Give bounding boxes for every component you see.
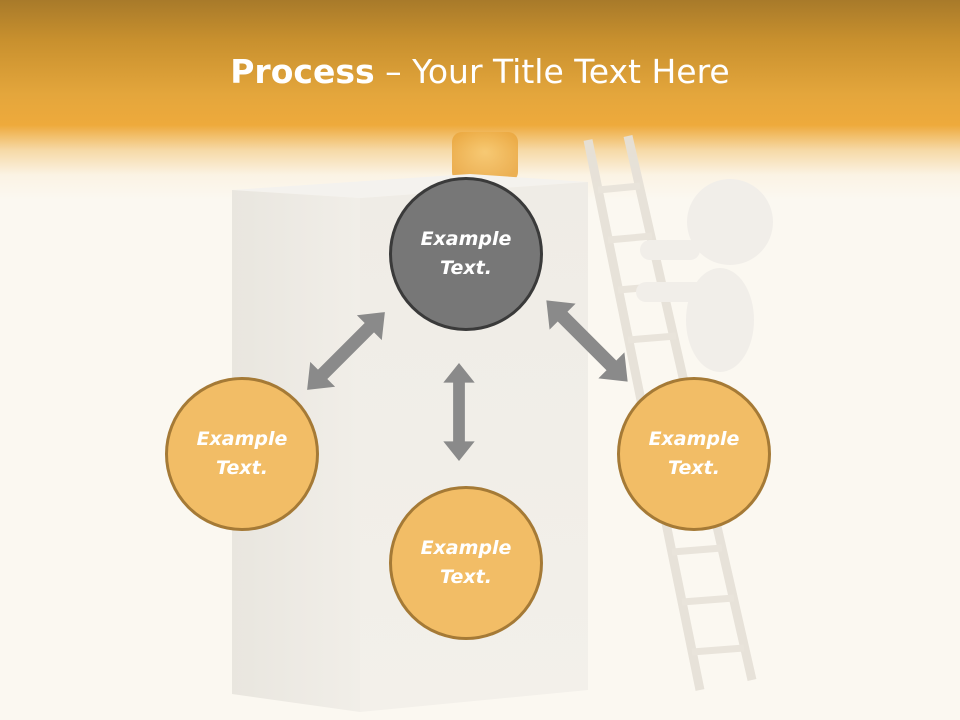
title-rest: – Your Title Text Here xyxy=(374,52,730,91)
node-bottom-line1: Example xyxy=(420,537,512,559)
node-bottom: Example Text. xyxy=(389,486,543,640)
node-right: Example Text. xyxy=(617,377,771,531)
figure-shape xyxy=(636,179,773,372)
title-bold: Process xyxy=(230,52,375,91)
node-bottom-line2: Text. xyxy=(440,566,492,588)
double-arrow-icon xyxy=(294,299,398,403)
node-top: Example Text. xyxy=(389,177,543,331)
slide-title: Process – Your Title Text Here xyxy=(0,52,960,91)
node-left-line2: Text. xyxy=(216,457,268,479)
node-left: Example Text. xyxy=(165,377,319,531)
double-arrow-icon xyxy=(533,287,641,395)
lamp-shape xyxy=(452,132,518,182)
box-top xyxy=(232,174,588,198)
node-right-line1: Example xyxy=(648,428,740,450)
double-arrow-icon xyxy=(443,363,475,461)
node-top-line2: Text. xyxy=(440,257,492,279)
node-left-line1: Example xyxy=(196,428,288,450)
node-right-line2: Text. xyxy=(668,457,720,479)
node-top-line1: Example xyxy=(420,228,512,250)
